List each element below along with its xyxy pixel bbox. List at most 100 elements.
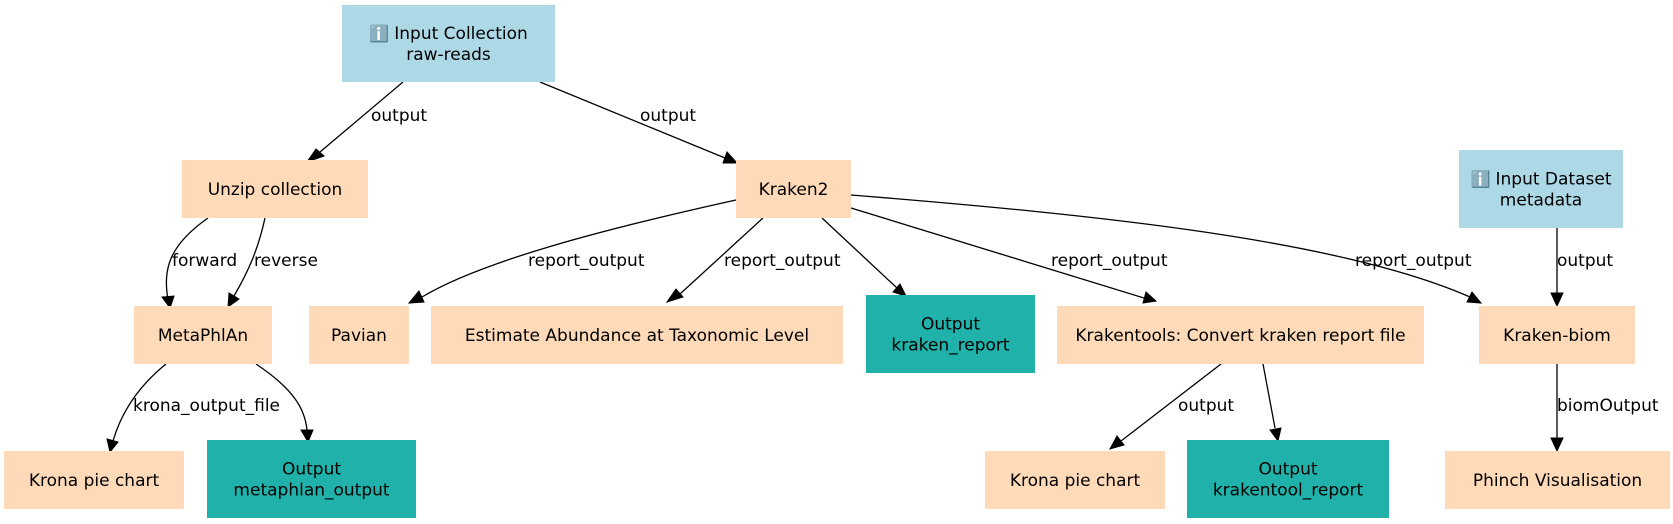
node-box: [134, 306, 272, 364]
node-box: [866, 295, 1035, 373]
edge-line: [850, 194, 1471, 298]
edge-label: reverse: [254, 251, 318, 271]
node-box: [1459, 150, 1623, 228]
node-title: Output: [1258, 460, 1317, 480]
arrow-head: [722, 151, 739, 164]
arrow-head: [106, 438, 119, 454]
edge-label: output: [640, 106, 696, 126]
arrow-head: [665, 288, 684, 303]
arrow-head: [300, 429, 314, 444]
arrow-head: [1142, 291, 1158, 304]
node-box: [1057, 306, 1424, 364]
node-estimate[interactable]: Estimate Abundance at Taxonomic Level: [431, 306, 843, 364]
node-box: [431, 306, 843, 364]
node-title: Krona pie chart: [29, 471, 160, 491]
edge-input_collection-to-kraken2: output: [539, 81, 739, 164]
node-box: [207, 440, 416, 518]
node-box: [4, 451, 184, 509]
info-icon: ℹ️: [1470, 170, 1495, 189]
edge-label: report_output: [1051, 251, 1168, 271]
node-title-text: Input Dataset: [1496, 170, 1612, 190]
edge-label: krona_output_file: [133, 396, 280, 416]
edge-kraken2-to-out_kraken_report: [821, 217, 907, 297]
edge-metaphlan-to-krona1: krona_output_file: [106, 363, 280, 454]
edge-kraken2-to-krakentools: report_output: [850, 207, 1168, 304]
edge-label: output: [1557, 251, 1613, 271]
arrow-head: [227, 292, 240, 309]
node-box: [182, 160, 368, 218]
edge-line: [1120, 363, 1222, 442]
edge-kraken_biom-to-phinch: biomOutput: [1550, 364, 1659, 453]
node-title: Pavian: [331, 326, 387, 346]
arrow-head: [1269, 427, 1282, 443]
edge-line: [255, 363, 308, 431]
node-title-text: Input Collection: [394, 24, 528, 44]
edge-label: biomOutput: [1557, 396, 1659, 416]
edge-unzip-to-metaphlan: forward: [161, 217, 237, 310]
edge-line: [1262, 363, 1276, 429]
edge-line: [679, 217, 764, 295]
node-subtitle: metadata: [1500, 191, 1582, 211]
edge-line: [165, 217, 209, 301]
arrow-head: [1108, 435, 1125, 450]
node-kraken_biom[interactable]: Kraken-biom: [1479, 306, 1635, 364]
edge-kraken2-to-pavian: report_output: [407, 199, 737, 304]
edge-krakentools-to-out_krakentool: [1262, 363, 1282, 443]
edge-kraken2-to-kraken_biom: report_output: [850, 194, 1483, 304]
node-title: Kraken2: [759, 180, 829, 200]
node-box: [1187, 440, 1389, 518]
edge-line: [233, 217, 266, 297]
node-subtitle: metaphlan_output: [233, 481, 389, 501]
node-title: MetaPhlAn: [158, 326, 248, 346]
node-title: Unzip collection: [208, 180, 343, 200]
node-title: Krona pie chart: [1010, 471, 1141, 491]
edge-line: [319, 81, 404, 153]
node-unzip[interactable]: Unzip collection: [182, 160, 368, 218]
edge-krakentools-to-krona2: output: [1108, 363, 1234, 450]
node-title: ℹ️ Input Collection: [369, 24, 528, 44]
node-box: [1479, 306, 1635, 364]
node-metaphlan[interactable]: MetaPhlAn: [134, 306, 272, 364]
node-subtitle: raw-reads: [406, 45, 491, 65]
node-title: Estimate Abundance at Taxonomic Level: [465, 326, 809, 346]
arrow-head: [1550, 292, 1564, 308]
node-box: [1445, 451, 1670, 509]
node-title: Output: [921, 315, 980, 335]
node-pavian[interactable]: Pavian: [309, 306, 409, 364]
edge-metaphlan-to-out_metaphlan: [255, 363, 314, 444]
edge-label: output: [1178, 396, 1234, 416]
node-title: ℹ️ Input Dataset: [1470, 170, 1611, 190]
arrow-head: [407, 290, 425, 304]
edge-line: [539, 81, 726, 159]
node-krona1[interactable]: Krona pie chart: [4, 451, 184, 509]
node-title: Kraken-biom: [1503, 326, 1611, 346]
arrow-head: [892, 283, 907, 297]
edge-label: output: [371, 106, 427, 126]
edge-label: report_output: [724, 251, 841, 271]
arrow-head: [161, 295, 175, 310]
node-phinch[interactable]: Phinch Visualisation: [1445, 451, 1670, 509]
node-krakentools[interactable]: Krakentools: Convert kraken report file: [1057, 306, 1424, 364]
arrow-head: [305, 148, 325, 163]
node-box: [985, 451, 1165, 509]
node-subtitle: kraken_report: [891, 336, 1009, 356]
arrow-head: [1466, 291, 1483, 304]
edge-input_collection-to-unzip: output: [305, 81, 427, 163]
node-kraken2[interactable]: Kraken2: [736, 160, 851, 218]
edge-input_dataset-to-kraken_biom: output: [1550, 228, 1613, 308]
node-title: Phinch Visualisation: [1473, 471, 1642, 491]
node-box: [309, 306, 409, 364]
edge-label: forward: [172, 251, 237, 271]
node-title: Krakentools: Convert kraken report file: [1075, 326, 1405, 346]
node-krona2[interactable]: Krona pie chart: [985, 451, 1165, 509]
node-subtitle: krakentool_report: [1213, 481, 1364, 501]
edge-line: [112, 363, 167, 442]
